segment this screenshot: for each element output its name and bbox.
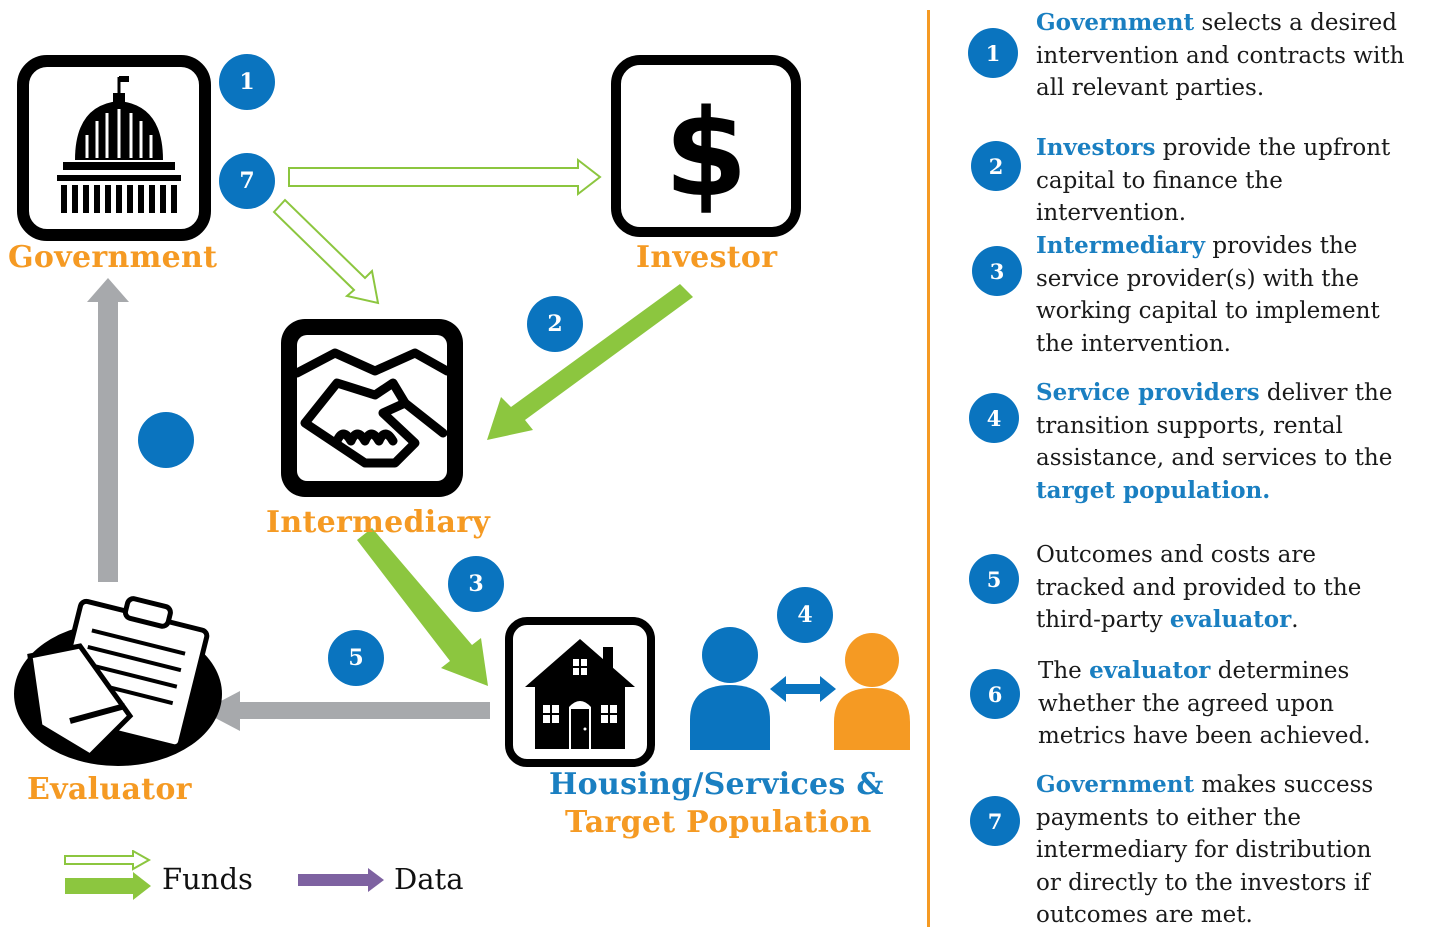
badge-step-6 <box>138 412 194 468</box>
step-5-badge: 5 <box>969 554 1019 604</box>
step-4-badge: 4 <box>969 393 1019 443</box>
legend-funds-icons <box>64 850 152 900</box>
legend-data-arrow <box>298 868 384 892</box>
government-icon <box>17 55 211 245</box>
step-7-text: Government makes success payments to eit… <box>1036 771 1374 928</box>
step-2-badge: 2 <box>971 141 1021 191</box>
step-4-text: Service providers deliver the transition… <box>1036 379 1393 504</box>
step-3-badge: 3 <box>972 246 1022 296</box>
investor-icon: $ <box>611 55 801 241</box>
badge-step-4: 4 <box>777 587 833 643</box>
step-2-text: Investors provide the upfront capital to… <box>1036 134 1391 226</box>
service-provider-person-icon <box>690 627 770 750</box>
handshake-icon <box>275 313 469 507</box>
badge-step-1: 1 <box>219 54 275 110</box>
badge-step-7: 7 <box>219 153 275 209</box>
funds-arrow-intermediary-housing <box>357 528 488 686</box>
badge-step-5: 5 <box>328 630 384 686</box>
house-icon <box>505 617 655 771</box>
step-5-text: Outcomes and costs are tracked and provi… <box>1036 542 1362 633</box>
funds-arrow-investor-intermediary <box>487 284 693 440</box>
double-arrow-people <box>770 676 836 702</box>
step-7-badge: 7 <box>970 796 1020 846</box>
evaluator-clipboard-icon <box>10 596 230 775</box>
funds-arrow-gov-intermediary <box>272 198 380 305</box>
legend-funds-label: Funds <box>162 862 253 896</box>
intermediary-label: Intermediary <box>266 505 491 540</box>
target-population-label: Target Population <box>565 805 872 840</box>
target-population-person-icon <box>834 633 910 750</box>
investor-label: Investor <box>636 240 778 275</box>
evaluator-label: Evaluator <box>27 772 192 807</box>
legend-data-label: Data <box>394 862 464 896</box>
legend-funds-outline-arrow <box>64 850 152 871</box>
data-arrow-evaluator-government <box>87 278 129 582</box>
step-3-text: Intermediary provides the service provid… <box>1036 232 1380 357</box>
funds-arrow-gov-investor <box>288 157 602 197</box>
step-6-text: The evaluator determines whether the agr… <box>1038 657 1371 749</box>
housing-label: Housing/Services & <box>549 767 884 802</box>
badge-step-2: 2 <box>527 296 583 352</box>
legend-funds-solid-arrow <box>65 872 151 900</box>
data-arrow-housing-evaluator <box>202 691 490 731</box>
panel-divider <box>927 10 930 927</box>
step-1-badge: 1 <box>968 28 1018 78</box>
svg-text:$: $ <box>664 85 748 224</box>
step-1-text: Government selects a desired interventio… <box>1036 9 1405 101</box>
step-6-badge: 6 <box>970 669 1020 719</box>
government-label: Government <box>8 240 218 275</box>
badge-step-3: 3 <box>448 556 504 612</box>
flow-arrows <box>87 157 836 731</box>
